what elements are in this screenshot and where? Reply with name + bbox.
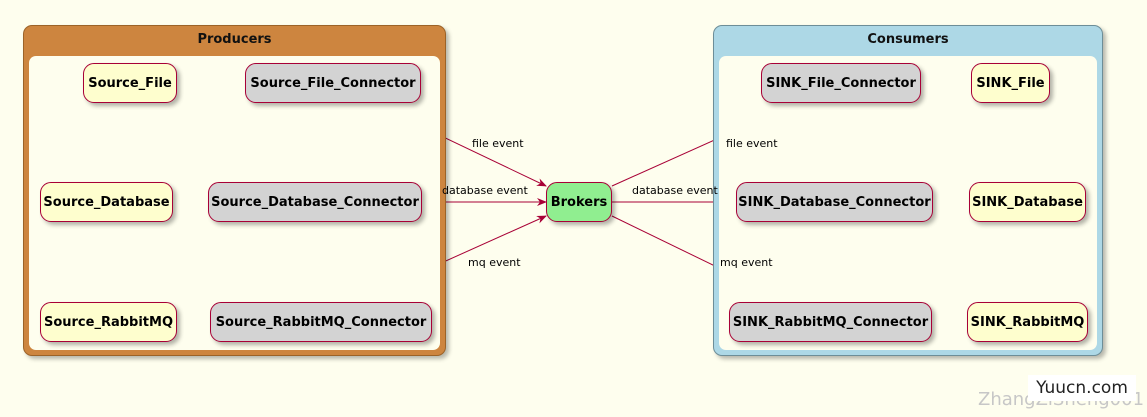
edge-label-in-database: database event <box>442 184 528 197</box>
source-database-connector-node[interactable]: Source_Database_Connector <box>208 182 422 222</box>
source-file-connector-node[interactable]: Source_File_Connector <box>245 63 421 103</box>
sink-rabbitmq-node[interactable]: SINK_RabbitMQ <box>967 302 1088 342</box>
source-file-node[interactable]: Source_File <box>83 63 177 103</box>
sink-database-connector-node[interactable]: SINK_Database_Connector <box>736 182 933 222</box>
edge-label-in-file: file event <box>472 137 524 150</box>
sink-file-connector-node[interactable]: SINK_File_Connector <box>761 63 921 103</box>
edge-label-in-mq: mq event <box>468 256 521 269</box>
producers-title: Producers <box>197 32 272 47</box>
edge-label-out-database: database event <box>632 184 718 197</box>
brokers-node[interactable]: Brokers <box>546 182 612 222</box>
sink-database-node[interactable]: SINK_Database <box>969 182 1086 222</box>
sink-file-node[interactable]: SINK_File <box>971 63 1050 103</box>
edge-label-out-file: file event <box>726 137 778 150</box>
source-database-node[interactable]: Source_Database <box>40 182 173 222</box>
consumers-title: Consumers <box>867 32 949 47</box>
sink-rabbitmq-connector-node[interactable]: SINK_RabbitMQ_Connector <box>729 302 932 342</box>
watermark-brand: Yuucn.com <box>1028 375 1136 401</box>
source-rabbitmq-connector-node[interactable]: Source_RabbitMQ_Connector <box>210 302 432 342</box>
source-rabbitmq-node[interactable]: Source_RabbitMQ <box>40 302 177 342</box>
edge-label-out-mq: mq event <box>720 256 773 269</box>
